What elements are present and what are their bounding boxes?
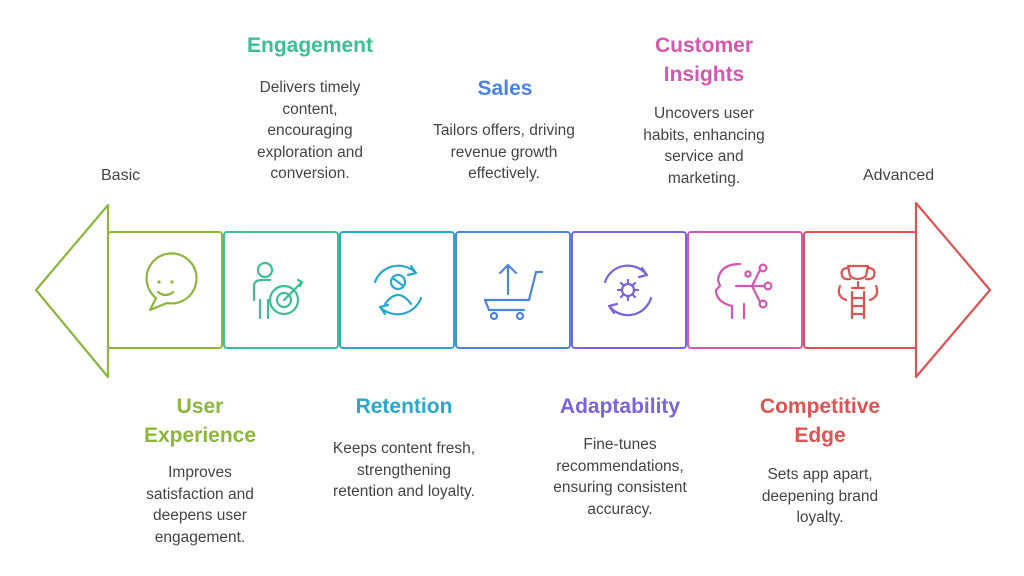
stage-description-adaptability: Fine-tunes recommendations, ensuring con… xyxy=(553,436,687,518)
stage-description-sales: Tailors offers, driving revenue growth e… xyxy=(433,122,575,182)
head-network-icon xyxy=(714,262,773,320)
stage-title-competitive-edge: Competitive Edge xyxy=(759,395,881,447)
user-cycle-icon xyxy=(373,264,423,316)
stage-title-retention: Retention xyxy=(355,395,453,418)
stage-box-2 xyxy=(223,231,339,349)
scale-end-label: Advanced xyxy=(863,167,935,184)
person-target-icon xyxy=(252,261,304,320)
stage-box-6 xyxy=(687,231,803,349)
stage-description-retention: Keeps content fresh, strengthening reten… xyxy=(332,440,476,500)
stage-description-customer-insights: Uncovers user habits, enhancing service … xyxy=(643,105,765,187)
stage-box-5 xyxy=(571,231,687,349)
gear-refresh-icon xyxy=(603,264,653,317)
stage-box-4 xyxy=(455,231,571,349)
stage-description-competitive-edge: Sets app apart, deepening brand loyalty. xyxy=(761,466,879,526)
speech-bubble-smile-icon xyxy=(145,252,198,312)
cart-upload-icon xyxy=(483,263,544,321)
stage-box-1 xyxy=(107,231,223,349)
scale-start-label: Basic xyxy=(101,167,141,184)
left-arrow-head xyxy=(34,203,110,379)
stage-title-engagement: Engagement xyxy=(246,34,374,57)
stage-title-adaptability: Adaptability xyxy=(559,395,681,418)
trophy-ladder-icon xyxy=(837,264,879,320)
stage-description-user-experience: Improves satisfaction and deepens user e… xyxy=(146,464,254,546)
right-arrow-head xyxy=(914,201,992,379)
stage-title-user-experience: User Experience xyxy=(143,395,257,447)
stage-box-7 xyxy=(803,231,917,349)
stage-title-customer-insights: Customer Insights xyxy=(654,34,754,86)
stage-title-sales: Sales xyxy=(477,77,533,100)
stage-description-engagement: Delivers timely content, encouraging exp… xyxy=(257,79,363,182)
